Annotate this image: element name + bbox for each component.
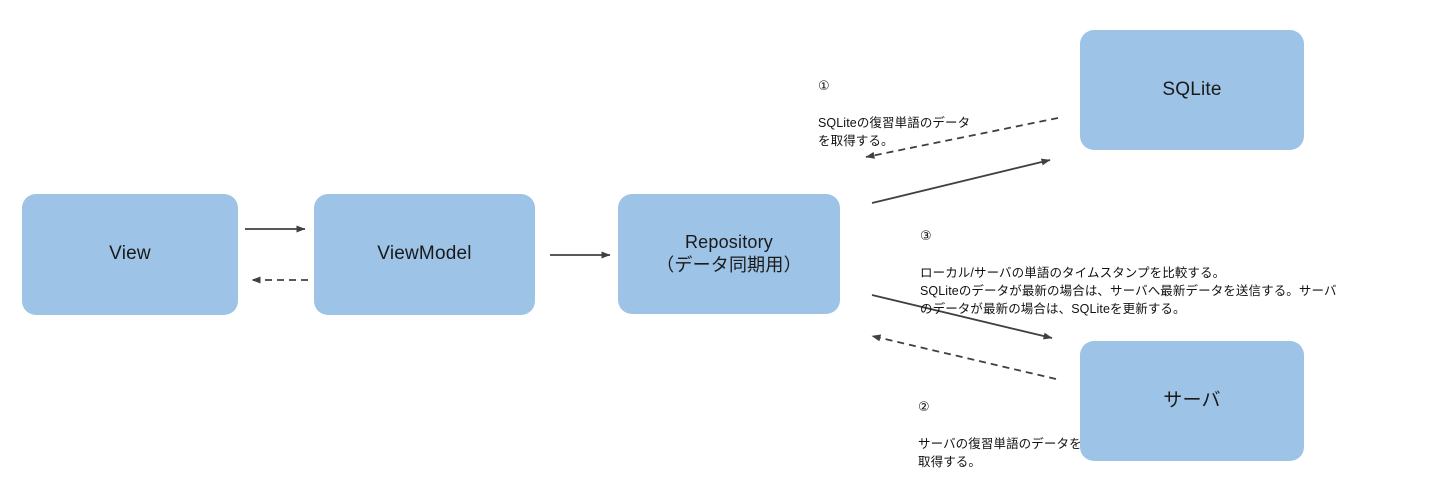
node-viewmodel[interactable]: ViewModel	[314, 194, 535, 315]
annotation-step-3-text: ローカル/サーバの単語のタイムスタンプを比較する。 SQLiteのデータが最新の…	[920, 265, 1337, 316]
node-server[interactable]: サーバ	[1080, 341, 1304, 461]
annotation-step-2: ② サーバの復習単語のデータを 取得する。	[918, 379, 1168, 471]
annotation-step-3-number: ③	[920, 228, 932, 244]
annotation-step-1: ① SQLiteの復習単語のデータ を取得する。	[818, 58, 1058, 150]
annotation-step-2-text: サーバの復習単語のデータを 取得する。	[918, 436, 1082, 469]
annotation-step-3: ③ ローカル/サーバの単語のタイムスタンプを比較する。 SQLiteのデータが最…	[920, 208, 1400, 318]
node-viewmodel-label: ViewModel	[377, 243, 472, 265]
node-repository-label: Repository （データ同期用）	[656, 231, 802, 275]
edge-repository-to-sqlite	[871, 158, 1051, 204]
node-view[interactable]: View	[22, 194, 238, 315]
node-sqlite-label: SQLite	[1162, 78, 1222, 100]
node-sqlite[interactable]: SQLite	[1080, 30, 1304, 150]
annotation-step-1-text: SQLiteの復習単語のデータ を取得する。	[818, 115, 971, 148]
node-repository[interactable]: Repository （データ同期用）	[618, 194, 840, 314]
annotation-step-1-number: ①	[818, 78, 830, 94]
annotation-step-2-number: ②	[918, 399, 930, 415]
edge-server-to-repository	[871, 334, 1057, 380]
node-server-label: サーバ	[1163, 389, 1221, 411]
node-view-label: View	[109, 243, 151, 265]
